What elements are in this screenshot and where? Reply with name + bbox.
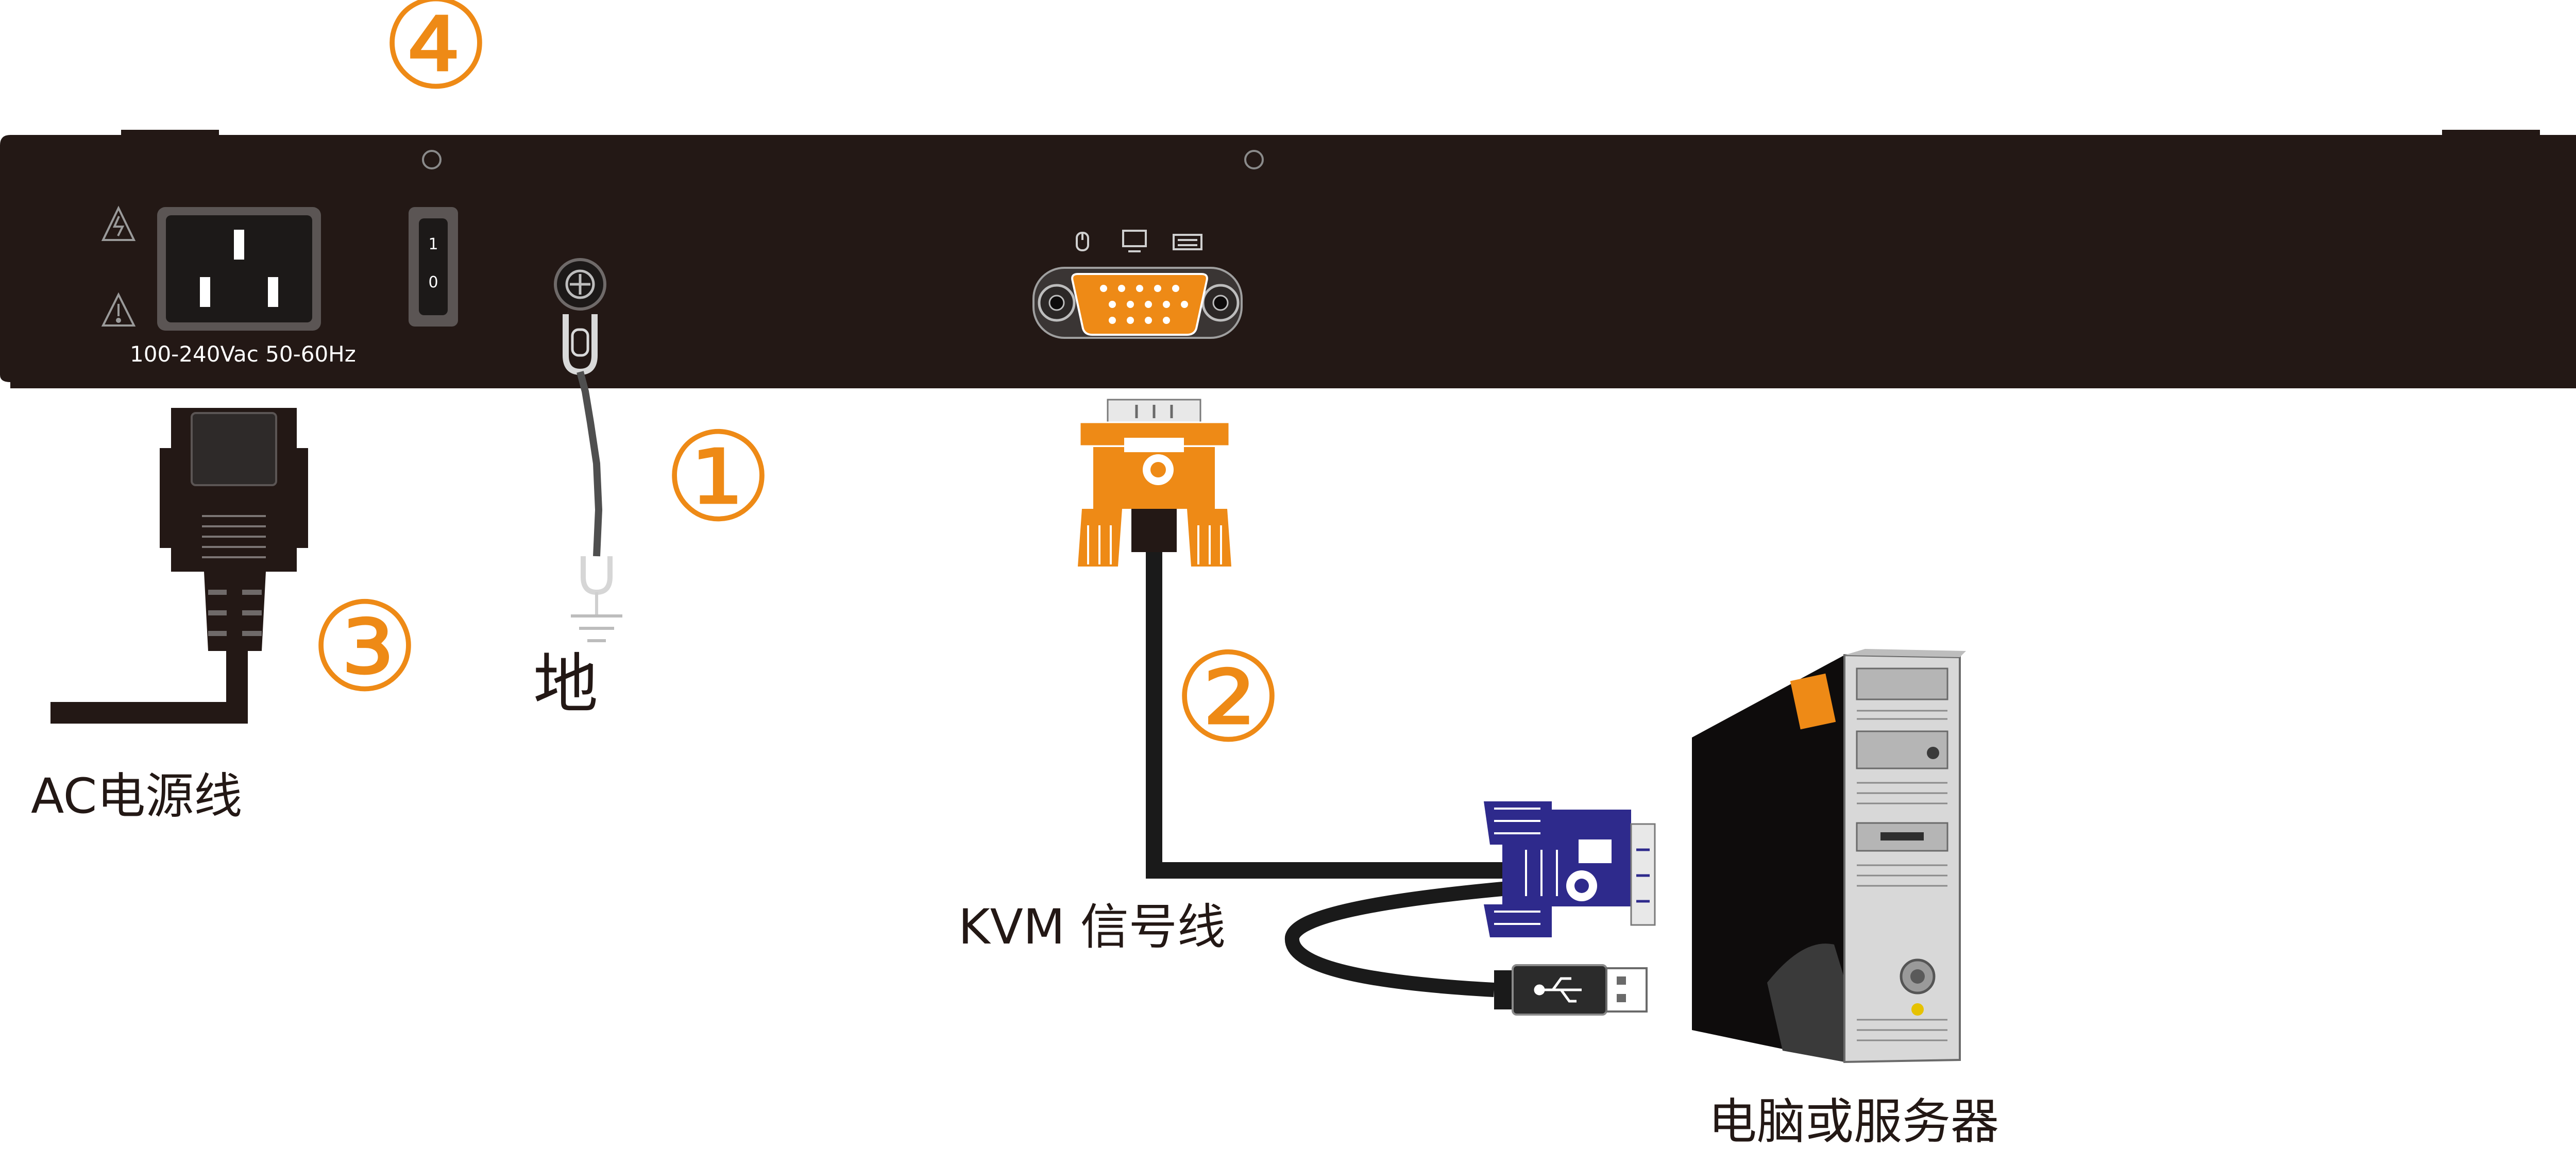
switch-off-label: 0 <box>428 273 438 291</box>
kvm-signal-cable <box>1146 552 1525 879</box>
power-rating-label: 100-240Vac 50-60Hz <box>130 341 356 367</box>
computer-label: 电脑或服务器 <box>1708 1094 1999 1147</box>
usb-cable <box>1284 880 1526 997</box>
keyboard-icon <box>1173 234 1202 250</box>
ac-power-cable <box>50 651 248 724</box>
rear-panel <box>0 130 2576 388</box>
usb-icon <box>1534 977 1582 1003</box>
screw-icon <box>422 150 442 169</box>
ac-power-inlet <box>157 207 321 331</box>
caution-icon <box>101 292 136 327</box>
monitor-icon <box>1122 230 1147 247</box>
callout-1: ① <box>663 405 773 550</box>
ground-wire <box>577 371 613 616</box>
ground-symbol-icon <box>571 614 622 642</box>
computer-tower <box>1692 649 1966 1064</box>
ground-label: 地 <box>533 646 598 722</box>
ac-cable-label: AC电源线 <box>31 768 242 825</box>
kvm-cable-label: KVM 信号线 <box>958 899 1226 955</box>
power-switch: 1 0 <box>409 207 458 327</box>
vga-console-port <box>1032 267 1243 339</box>
blue-vga-plug <box>1484 801 1656 937</box>
switch-on-label: 1 <box>428 235 438 253</box>
warning-icon <box>101 205 136 241</box>
orange-vga-plug <box>1078 399 1231 567</box>
callout-4: ④ <box>380 0 491 117</box>
callout-3: ③ <box>309 575 420 719</box>
screw-icon <box>1244 150 1264 169</box>
console-port-icons <box>1076 230 1202 252</box>
callout-2: ② <box>1173 626 1283 770</box>
usb-plug <box>1494 964 1648 1016</box>
ac-power-plug <box>160 408 308 651</box>
